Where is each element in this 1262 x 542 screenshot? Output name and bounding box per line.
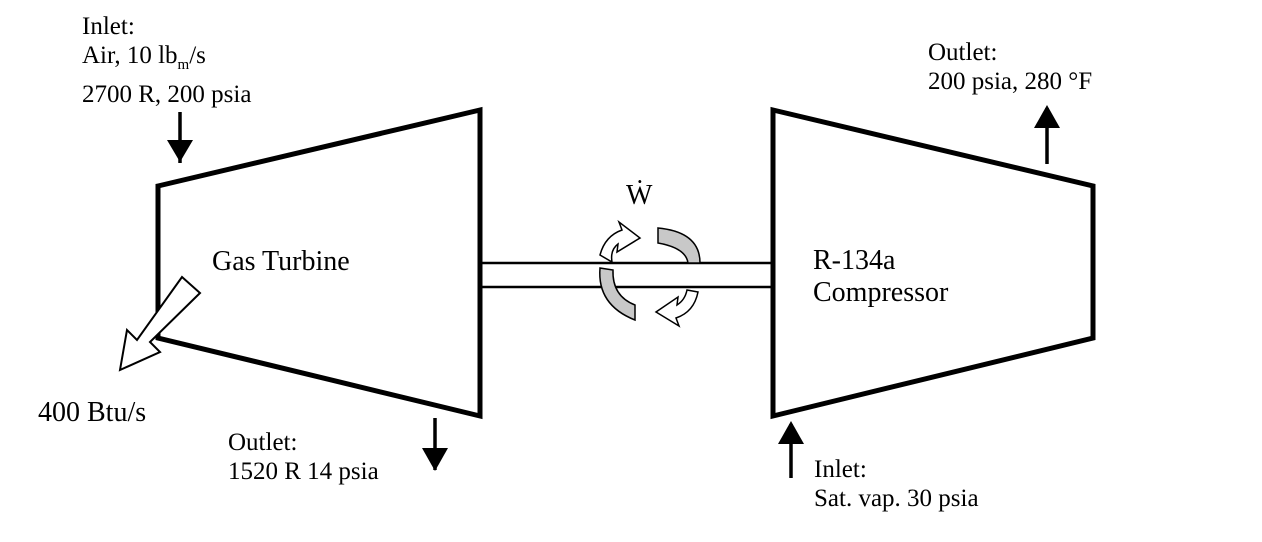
turbine-inlet-arrowhead xyxy=(167,140,193,162)
turbine-outlet-arrowhead xyxy=(422,448,448,471)
compressor-inlet-label: Inlet: Sat. vap. 30 psia xyxy=(814,455,979,513)
work-rotation-arrows xyxy=(599,219,701,328)
compressor-outlet-label: Outlet: 200 psia, 280 °F xyxy=(928,38,1092,96)
turbine-outlet-label: Outlet: 1520 R 14 psia xyxy=(228,428,379,486)
heat-loss-arrow xyxy=(118,275,202,372)
turbine-outlet-conditions: 1520 R 14 psia xyxy=(228,458,379,485)
gas-turbine-label: Gas Turbine xyxy=(212,246,350,277)
turbine-inlet-label: Inlet: Air, 10 lbm/s 2700 R, 200 psia xyxy=(82,12,251,109)
compressor-label: R-134a Compressor xyxy=(813,245,948,309)
compressor-outlet-arrowhead xyxy=(1034,105,1060,128)
compressor-outlet-title: Outlet: xyxy=(928,39,998,66)
compressor-inlet-arrowhead xyxy=(778,421,804,444)
heat-loss-label: 400 Btu/s xyxy=(38,397,147,428)
compressor-inlet-title: Inlet: xyxy=(814,456,867,483)
turbine-outlet-title: Outlet: xyxy=(228,429,298,456)
compressor-outlet-conditions: 200 psia, 280 °F xyxy=(928,68,1093,95)
turbine-inlet-flow-suffix: /s xyxy=(189,42,206,69)
work-symbol: Ẇ xyxy=(626,180,653,211)
compressor-name-line1: R-134a xyxy=(813,245,896,276)
turbine-inlet-flow-prefix: Air, 10 lb xyxy=(82,42,178,69)
turbine-inlet-flow: Air, 10 lbm/s xyxy=(82,41,251,80)
shaft xyxy=(478,261,775,289)
turbine-inlet-conditions: 2700 R, 200 psia xyxy=(82,81,252,108)
turbine-inlet-title: Inlet: xyxy=(82,13,135,40)
compressor-name-line2: Compressor xyxy=(813,277,949,308)
compressor-inlet-conditions: Sat. vap. 30 psia xyxy=(814,485,979,512)
compressor-body xyxy=(770,106,1096,420)
turbine-inlet-flow-subscript: m xyxy=(177,57,190,73)
gas-turbine-body xyxy=(155,106,483,420)
